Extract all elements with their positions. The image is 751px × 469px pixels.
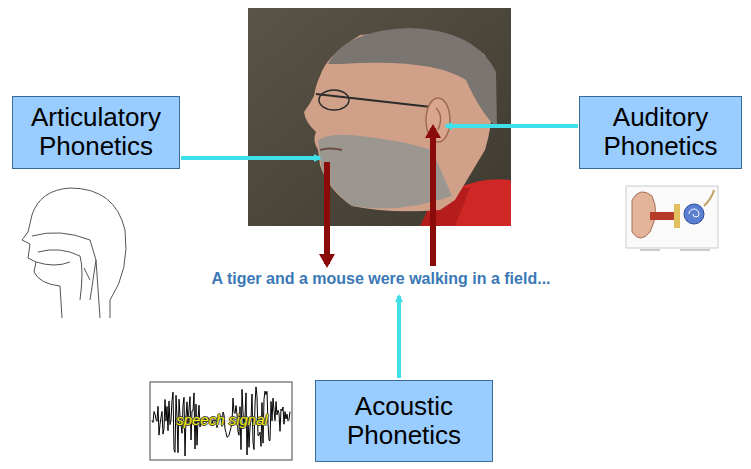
photo bbox=[248, 8, 511, 226]
topic-box: Articulatory Phonetics bbox=[12, 96, 180, 169]
signal-label: speech signal bbox=[176, 411, 268, 428]
ear-sketch bbox=[626, 186, 718, 250]
topic-box: Auditory Phonetics bbox=[579, 96, 742, 169]
box-title: Auditory Phonetics bbox=[588, 103, 733, 162]
box-title: Articulatory Phonetics bbox=[21, 103, 171, 162]
box-title: Acoustic Phonetics bbox=[324, 392, 484, 451]
vocal-tract-sketch bbox=[22, 188, 126, 318]
waveform-plot bbox=[150, 382, 292, 460]
topic-box: Acoustic Phonetics bbox=[315, 380, 493, 462]
example-sentence: A tiger and a mouse were walking in a fi… bbox=[211, 270, 550, 288]
arrows bbox=[181, 126, 578, 378]
